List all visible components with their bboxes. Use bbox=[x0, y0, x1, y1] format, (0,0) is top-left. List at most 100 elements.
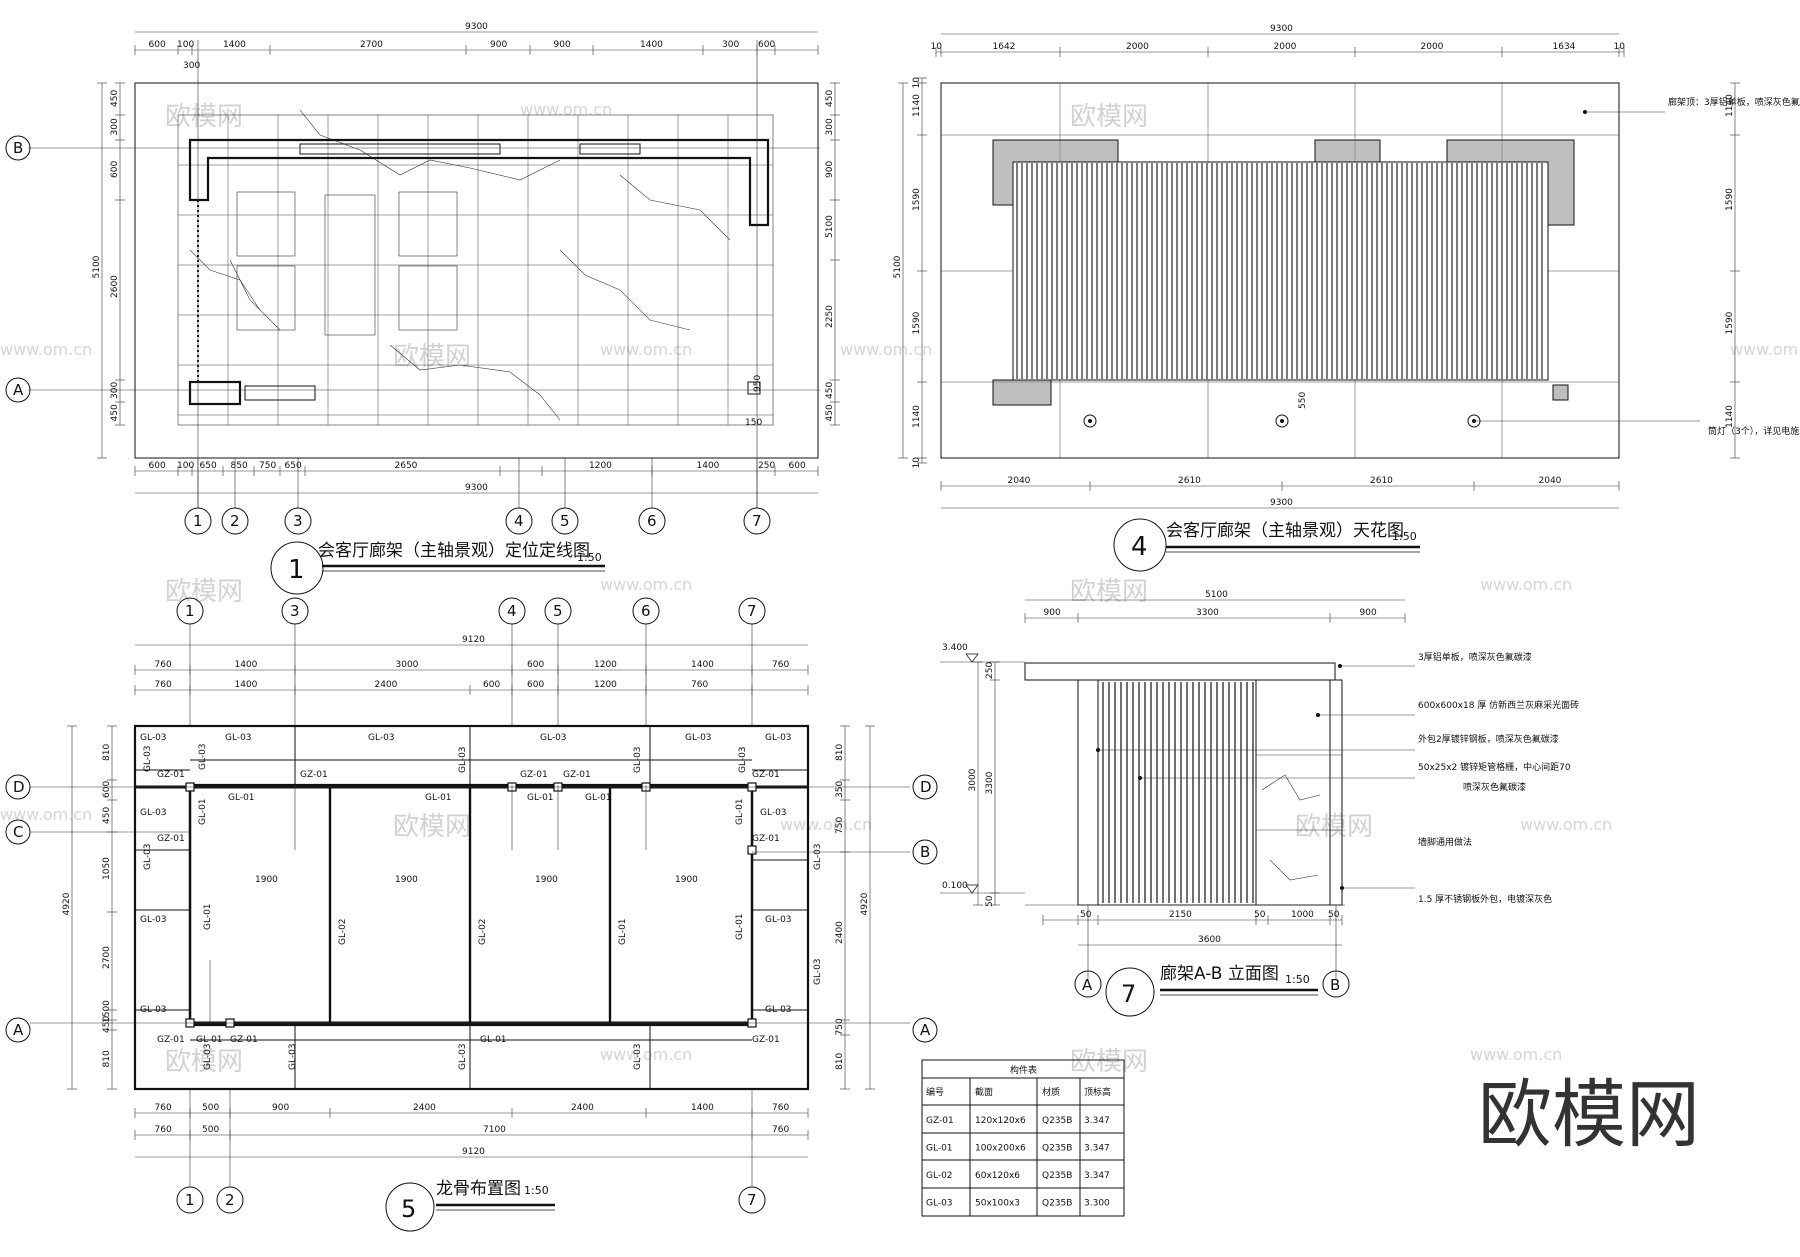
p5-axis-bottom-0-bubble bbox=[176, 1186, 204, 1214]
p1-axis-7-label: 7 bbox=[752, 512, 762, 530]
title7-scale: 1:50 bbox=[1285, 973, 1310, 986]
table-cell-r0-c1: 120x120x6 bbox=[975, 1116, 1026, 1126]
title4-number: 4 bbox=[1131, 532, 1148, 562]
p5-member-v-gl2-2: GL-02 bbox=[478, 918, 488, 945]
elev-top-total-label: 5100 bbox=[1205, 590, 1228, 600]
p5-member-gz1-8: GZ-01 bbox=[520, 770, 548, 780]
p5-axis-top-1-bubble bbox=[281, 597, 309, 625]
elev-bot-label-3: 50 bbox=[1254, 910, 1266, 920]
table-cell-r0-c2: Q235B bbox=[1042, 1116, 1072, 1126]
plan4-block-5 bbox=[1552, 384, 1569, 401]
p1-top-label-7: 300 bbox=[722, 40, 739, 50]
p4-left-label-3: 1590 bbox=[912, 311, 922, 334]
p5-member-gl3-22: GL-03 bbox=[765, 1005, 792, 1015]
drawing-4-ceiling-plan: 廊架顶：3厚铝单板，喷深灰色氟碳漆 筒灯（3个），详见电施 550 930010… bbox=[893, 24, 1800, 572]
watermark-cn-1: 欧模网 bbox=[1070, 102, 1148, 132]
p5-axis-top-4-bubble bbox=[632, 597, 660, 625]
elev-note-2: 外包2厚镀锌钢板，喷深灰色氟碳漆 bbox=[1418, 733, 1559, 745]
plan1-post-marker bbox=[747, 381, 761, 395]
plan1-pergola-beam-top bbox=[188, 138, 770, 227]
table-cell-r3-c0: GL-03 bbox=[926, 1199, 953, 1209]
p5-axis-d-left-bubble bbox=[5, 774, 31, 800]
p5-left-label-5: 1500 bbox=[102, 1000, 112, 1023]
plan1-ornament-band-3 bbox=[244, 385, 316, 401]
p1-left-label-5: 450 bbox=[110, 404, 120, 421]
watermark-url-0: www.om.cn bbox=[520, 100, 612, 119]
p5-axis-bottom-1-label: 2 bbox=[225, 1191, 235, 1209]
watermark-url-11: www.om.cn bbox=[1470, 1045, 1562, 1064]
p5-left-label-2: 450 bbox=[102, 807, 112, 824]
p1-right-label-2: 900 bbox=[825, 161, 835, 178]
p5-member-gl1-11: GL-01 bbox=[228, 793, 255, 803]
p1-top-label-6: 1400 bbox=[640, 40, 663, 50]
p5-axis-top-3-label: 5 bbox=[553, 602, 563, 620]
p1-axis-3-bubble bbox=[284, 507, 312, 535]
p5-member-v-gl3-15: GL-03 bbox=[203, 1043, 213, 1070]
p4-top-label-1: 1642 bbox=[993, 42, 1016, 52]
p5-member-gz1-17: GZ-01 bbox=[752, 834, 780, 844]
p4-left-label-4: 1140 bbox=[912, 405, 922, 428]
elev-top-label-2: 900 bbox=[1360, 608, 1377, 618]
p1-axis-b-label: B bbox=[13, 139, 23, 157]
elev-note-3: 50x25x2 镀锌矩管格栅，中心间距70 bbox=[1418, 761, 1571, 773]
watermark-url-3: www.om.cn bbox=[840, 340, 932, 359]
title4-bubble bbox=[1113, 518, 1167, 572]
p1-axis-a-label: A bbox=[13, 381, 24, 399]
p1-right-label-5: 450 bbox=[825, 382, 835, 399]
p4-total-top-label: 9300 bbox=[1270, 24, 1293, 34]
plan4-block-4 bbox=[992, 379, 1052, 406]
elev-top-level: 3.400 bbox=[942, 643, 968, 653]
elev-levels: 3.400 0.100 bbox=[940, 643, 1025, 894]
p5-row1-label-3: 600 bbox=[527, 660, 544, 670]
p5-member-gz1-25: GZ-01 bbox=[752, 1035, 780, 1045]
p5-axis-bottom-1-bubble bbox=[216, 1186, 244, 1214]
plan5-outer-frame bbox=[133, 724, 810, 1091]
p5-rowb2-label-0: 760 bbox=[155, 1125, 172, 1135]
p1-total-label: 9300 bbox=[465, 22, 488, 32]
p1-right-label-1: 300 bbox=[825, 118, 835, 135]
p5-member-gl3-3: GL-03 bbox=[540, 733, 567, 743]
p5-axis-a-right-label: A bbox=[920, 1021, 931, 1039]
p5-row2-label-6: 760 bbox=[691, 680, 708, 690]
p5-right-total-label-0: 4920 bbox=[860, 892, 870, 915]
elev-grille-box bbox=[1097, 679, 1257, 906]
title5-number: 5 bbox=[401, 1195, 416, 1223]
plan1-paving-area bbox=[177, 114, 774, 426]
p5-axis-b-right-bubble bbox=[912, 839, 938, 865]
p5-axis-top-0-bubble bbox=[176, 597, 204, 625]
p1-bot-label-3: 850 bbox=[231, 461, 248, 471]
p5-axis-top-0-label: 1 bbox=[185, 602, 195, 620]
p1-top-label-3: 2700 bbox=[360, 40, 383, 50]
p1-top-label-5: 900 bbox=[554, 40, 571, 50]
p5-row1-label-6: 760 bbox=[772, 660, 789, 670]
p1-small-150: 150 bbox=[745, 418, 762, 428]
elev-note-6: 1.5 厚不锈钢板外包，电镀深灰色 bbox=[1418, 893, 1552, 905]
plan1-ornament-band-2 bbox=[579, 143, 641, 155]
p5-member-v-gl3-5: GL-03 bbox=[198, 743, 208, 770]
p5-left-total-label-0: 4920 bbox=[62, 892, 72, 915]
p5-member-v-gl1-4: GL-01 bbox=[735, 913, 745, 940]
plan4-block-2 bbox=[1314, 139, 1381, 163]
p1-left-total-label-0: 5100 bbox=[92, 255, 102, 278]
p5-member-v-gl3-14: GL-03 bbox=[813, 958, 823, 985]
p5-right-label-3: 2400 bbox=[835, 921, 845, 944]
elev-left-label-1: 3300 bbox=[985, 771, 995, 794]
p5-axis-bottom-0-label: 1 bbox=[185, 1191, 195, 1209]
p5-axis-top-5-label: 7 bbox=[747, 602, 757, 620]
watermark-cn-9: 欧模网 bbox=[1070, 1047, 1148, 1077]
plan4-note-dot bbox=[1583, 110, 1587, 114]
plan1-planter-2 bbox=[398, 191, 458, 257]
watermark-cn-6: 欧模网 bbox=[393, 812, 471, 842]
p5-member-gl3-0: GL-03 bbox=[140, 733, 167, 743]
p5-rowb1-label-3: 2400 bbox=[413, 1103, 436, 1113]
p5-axis-a-left-label: A bbox=[13, 1021, 24, 1039]
elev-note-dot-5 bbox=[1340, 886, 1344, 890]
p4-total-bottom-label: 9300 bbox=[1270, 498, 1293, 508]
table-cell-r2-c2: Q235B bbox=[1042, 1171, 1072, 1181]
p5-left-label-7: 810 bbox=[102, 1050, 112, 1067]
